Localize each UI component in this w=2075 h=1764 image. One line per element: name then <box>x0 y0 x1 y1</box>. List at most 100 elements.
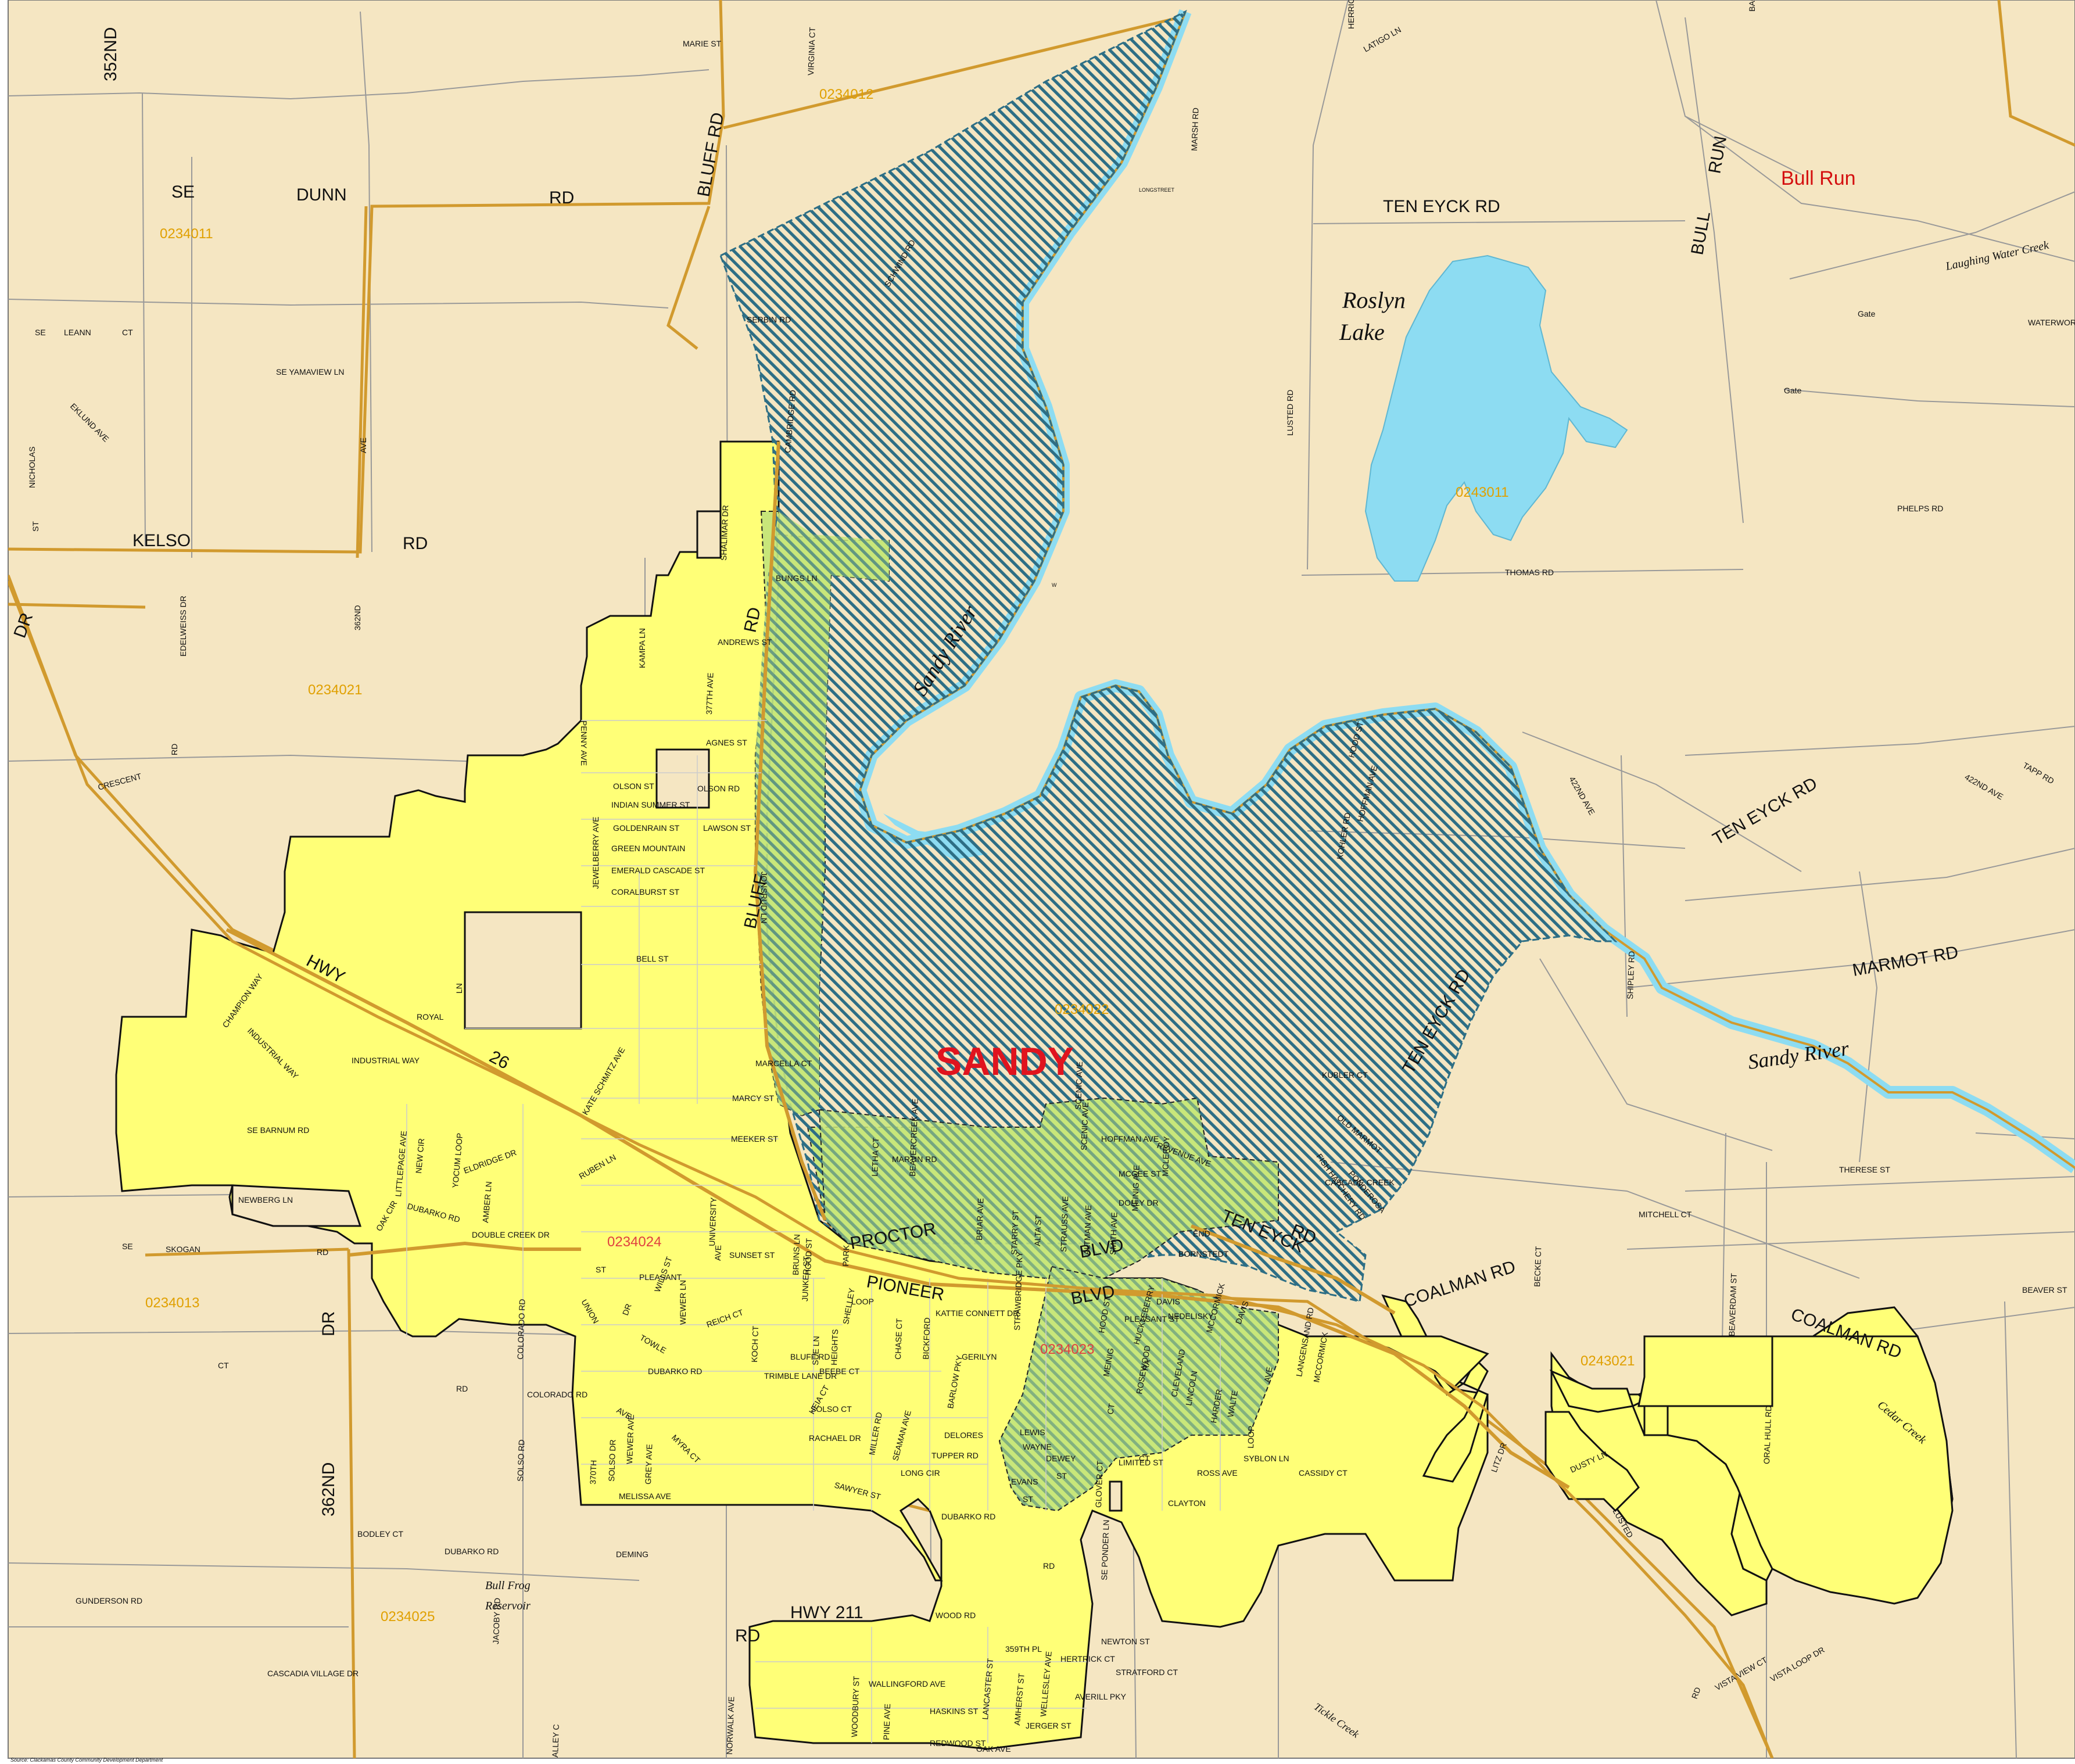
svg-text:SUNSET ST: SUNSET ST <box>729 1250 775 1260</box>
svg-text:BELL ST: BELL ST <box>636 954 669 963</box>
place-label-bull-run: Bull Run <box>1781 167 1856 189</box>
svg-text:BODLEY CT: BODLEY CT <box>357 1529 404 1539</box>
svg-text:PARK: PARK <box>841 1245 851 1267</box>
city-streets <box>406 720 1221 1743</box>
svg-text:362ND: 362ND <box>319 1462 338 1516</box>
svg-text:ANDREWS ST: ANDREWS ST <box>718 637 772 647</box>
svg-text:JONSRUD LN: JONSRUD LN <box>759 872 769 923</box>
svg-text:MARSH RD: MARSH RD <box>1189 107 1200 151</box>
svg-text:LONG CIR: LONG CIR <box>901 1468 940 1478</box>
svg-text:377TH AVE: 377TH AVE <box>704 672 715 715</box>
svg-text:ROSS AVE: ROSS AVE <box>1197 1468 1238 1478</box>
svg-text:SCENIC AVE: SCENIC AVE <box>1079 1102 1090 1151</box>
svg-text:LETHA CT: LETHA CT <box>870 1137 880 1177</box>
svg-text:BEAVERDAM ST: BEAVERDAM ST <box>1727 1273 1739 1337</box>
svg-text:DEMING: DEMING <box>616 1550 648 1559</box>
svg-text:KUBLER CT: KUBLER CT <box>1322 1070 1368 1080</box>
parcel-0234021: 0234021 <box>308 682 362 698</box>
svg-text:RA: RA <box>1140 1358 1152 1372</box>
parcel-0234012: 0234012 <box>819 87 873 102</box>
svg-text:359TH PL: 359TH PL <box>1005 1644 1042 1654</box>
hatch-area-north <box>719 9 1618 1303</box>
svg-text:MELISSA AVE: MELISSA AVE <box>619 1491 671 1501</box>
svg-text:LOOP: LOOP <box>1246 1426 1256 1449</box>
svg-text:362ND: 362ND <box>353 605 362 630</box>
svg-text:352ND: 352ND <box>101 27 120 81</box>
svg-text:MITCHELL CT: MITCHELL CT <box>1639 1210 1692 1219</box>
svg-text:SUE LN: SUE LN <box>811 1336 821 1365</box>
svg-text:EDELWEISS DR: EDELWEISS DR <box>178 596 188 657</box>
svg-text:GLOVER CT: GLOVER CT <box>1094 1460 1105 1508</box>
svg-text:MARTIN RD: MARTIN RD <box>892 1155 937 1164</box>
svg-text:THERESE ST: THERESE ST <box>1839 1165 1890 1174</box>
svg-text:STRATFORD CT: STRATFORD CT <box>1116 1668 1178 1677</box>
svg-text:DOLLY DR: DOLLY DR <box>1119 1198 1159 1207</box>
svg-text:OLSON RD: OLSON RD <box>697 784 740 793</box>
svg-text:MARCELLA CT: MARCELLA CT <box>755 1059 812 1068</box>
svg-text:CORALBURST ST: CORALBURST ST <box>611 887 680 897</box>
svg-text:NEWTON ST: NEWTON ST <box>1101 1637 1150 1646</box>
svg-text:STRAUSS AVE: STRAUSS AVE <box>1059 1196 1070 1252</box>
svg-text:SOLSO DR: SOLSO DR <box>607 1439 618 1482</box>
svg-text:DUBARKO RD: DUBARKO RD <box>648 1367 702 1376</box>
roslyn-lake <box>1364 254 1628 582</box>
svg-text:SKOGAN: SKOGAN <box>166 1245 200 1254</box>
urban-growth-hatch <box>719 9 1618 1303</box>
svg-text:SHALIMAR DR: SHALIMAR DR <box>719 505 730 561</box>
parcel-0234023: 0234023 <box>1040 1342 1094 1357</box>
svg-text:BACON CREEK LN: BACON CREEK LN <box>1747 0 1757 12</box>
svg-text:BEEBE CT: BEEBE CT <box>819 1367 860 1376</box>
svg-text:PLEASANT ST: PLEASANT ST <box>1124 1314 1180 1324</box>
svg-text:WATERWORKS: WATERWORKS <box>2028 318 2075 327</box>
hwy-26-line <box>8 580 1774 1758</box>
svg-text:PLEASANT: PLEASANT <box>639 1272 682 1282</box>
svg-text:MEINIG AVE: MEINIG AVE <box>1130 1165 1141 1211</box>
svg-text:CLAYTON: CLAYTON <box>1168 1498 1206 1508</box>
city-hole-3 <box>696 510 722 559</box>
svg-text:EMERALD CASCADE ST: EMERALD CASCADE ST <box>611 866 705 875</box>
svg-text:BEAVERCREEK AVE: BEAVERCREEK AVE <box>908 1099 920 1177</box>
svg-text:CASCADIA VILLAGE DR: CASCADIA VILLAGE DR <box>267 1669 359 1678</box>
city-hole-4 <box>231 1184 362 1227</box>
svg-text:BECKE CT: BECKE CT <box>1532 1246 1543 1287</box>
svg-text:BORNSTEDT: BORNSTEDT <box>1178 1249 1229 1259</box>
svg-text:GUNDERSON RD: GUNDERSON RD <box>76 1596 142 1605</box>
svg-text:CT: CT <box>122 328 133 337</box>
svg-text:SE: SE <box>35 328 46 337</box>
svg-text:ALTMAN AVE: ALTMAN AVE <box>1082 1205 1093 1255</box>
city-far-east-rect <box>1643 1405 1669 1436</box>
svg-text:REDWOOD ST: REDWOOD ST <box>930 1738 986 1748</box>
svg-text:EVANS: EVANS <box>1011 1477 1038 1486</box>
svg-text:DUBARKO RD: DUBARKO RD <box>941 1512 995 1521</box>
svg-text:JACOBY RD: JACOBY RD <box>491 1598 502 1644</box>
svg-text:KOCH CT: KOCH CT <box>750 1325 760 1363</box>
city-east-rect-main <box>1637 1335 1773 1407</box>
svg-text:GERILYN: GERILYN <box>962 1352 997 1361</box>
svg-text:SHIPLEY RD: SHIPLEY RD <box>1625 951 1636 1000</box>
svg-text:PENNY AVE: PENNY AVE <box>579 720 589 766</box>
svg-text:WALLINGFORD AVE: WALLINGFORD AVE <box>869 1679 945 1688</box>
svg-text:DOUBLE CREEK DR: DOUBLE CREEK DR <box>472 1230 550 1239</box>
svg-text:AVE: AVE <box>713 1245 723 1261</box>
svg-text:KATTIE CONNETT DR: KATTIE CONNETT DR <box>936 1308 1019 1318</box>
svg-text:WOOD RD: WOOD RD <box>936 1611 976 1620</box>
svg-text:HERRICK: HERRICK <box>1346 0 1356 29</box>
svg-text:HOFFMAN AVE: HOFFMAN AVE <box>1101 1134 1159 1143</box>
svg-text:UNIVERSITY: UNIVERSITY <box>707 1197 718 1246</box>
svg-text:ALLEY C: ALLEY C <box>550 1724 561 1758</box>
svg-text:CASSIDY CT: CASSIDY CT <box>1299 1468 1348 1478</box>
svg-text:DUNN: DUNN <box>296 185 347 205</box>
svg-text:BLUFF RD: BLUFF RD <box>790 1352 830 1361</box>
svg-text:KELSO: KELSO <box>132 531 191 550</box>
svg-text:RD: RD <box>317 1247 328 1257</box>
svg-text:CT: CT <box>1139 1454 1150 1463</box>
svg-text:SERBIN RD: SERBIN RD <box>747 315 791 324</box>
svg-text:SE YAMAVIEW LN: SE YAMAVIEW LN <box>276 367 344 377</box>
water-label-lake: Lake <box>1339 319 1385 345</box>
city-hole-5 <box>1109 1480 1123 1512</box>
svg-text:W: W <box>1052 582 1057 588</box>
city-hole-1 <box>464 911 582 1030</box>
parcel-0234025: 0234025 <box>381 1609 435 1625</box>
parcel-0234011: 0234011 <box>160 226 213 242</box>
svg-text:AMBER LN: AMBER LN <box>481 1181 493 1224</box>
